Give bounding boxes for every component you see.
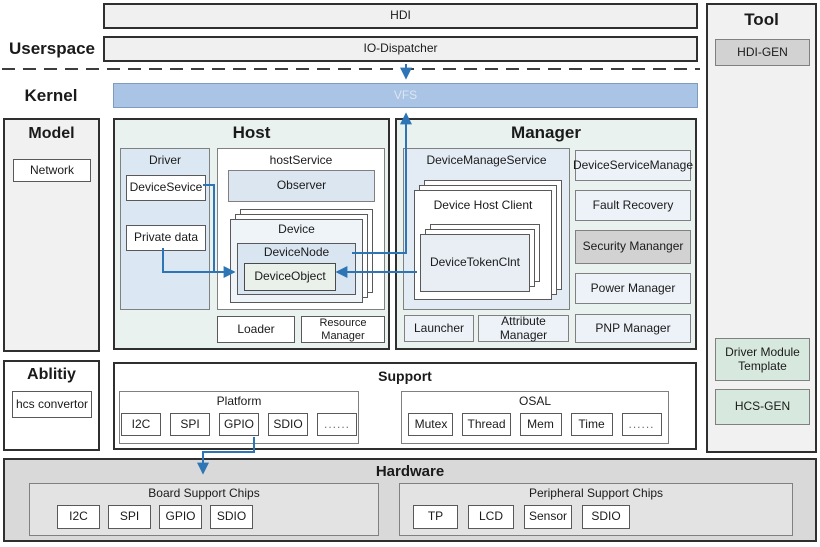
hardware-title: Hardware — [375, 463, 445, 480]
osal-title: OSAL — [518, 394, 551, 408]
device-host-client-title: Device Host Client — [433, 198, 533, 212]
kernel-label: Kernel — [24, 86, 78, 105]
kernel-userspace-divider — [2, 68, 700, 70]
hostservice-title: hostService — [269, 153, 333, 167]
device-manage-service-title: DeviceManageService — [426, 153, 547, 167]
power-manager-box: Power Manager — [575, 273, 691, 304]
fault-recovery-box: Fault Recovery — [575, 190, 691, 221]
device-host-client-box: Device Host Client DeviceTokenClnt — [414, 190, 552, 300]
support-title: Support — [378, 368, 432, 384]
device-title: Device — [278, 222, 315, 236]
driver-module-template-box: Driver Module Template — [715, 338, 810, 381]
hdi-gen-box: HDI-GEN — [715, 39, 810, 66]
pnp-manager-box: PNP Manager — [575, 314, 691, 343]
device-manage-service-box: DeviceManageService Device Host Client D… — [403, 148, 570, 310]
board-chip-spi: SPI — [108, 505, 151, 529]
hcs-convertor-box: hcs convertor — [12, 391, 92, 418]
driver-title: Driver — [149, 153, 181, 167]
osal-chip-more: ...... — [621, 413, 662, 436]
driver-box: Driver DeviceSevice Private data — [120, 148, 210, 310]
platform-chip-gpio: GPIO — [218, 413, 259, 436]
board-support-chips-title: Board Support Chips — [148, 486, 260, 500]
model-title: Model — [28, 125, 75, 142]
peripheral-chip-sdio: SDIO — [582, 505, 631, 529]
observer-box: Observer — [228, 170, 375, 202]
device-node-title: DeviceNode — [263, 245, 330, 259]
ability-title: Ablitiy — [27, 366, 76, 383]
osal-chip-time: Time — [570, 413, 613, 436]
support-panel: Support Platform I2C SPI GPIO SDIO .....… — [113, 362, 697, 450]
osal-chip-mutex: Mutex — [408, 413, 454, 436]
host-panel: Host Driver DeviceSevice Private data ho… — [113, 118, 390, 350]
vfs-bar: VFS — [113, 83, 698, 108]
platform-chip-spi: SPI — [169, 413, 210, 436]
private-data-box: Private data — [126, 225, 206, 251]
userspace-label: Userspace — [8, 39, 95, 58]
ability-panel: Ablitiy hcs convertor — [3, 360, 100, 451]
board-chip-i2c: I2C — [57, 505, 100, 529]
peripheral-support-chips-box: Peripheral Support Chips TP LCD Sensor S… — [399, 483, 793, 536]
platform-chip-i2c: I2C — [120, 413, 161, 436]
peripheral-chip-lcd: LCD — [468, 505, 514, 529]
device-token-clnt-box: DeviceTokenClnt — [420, 234, 530, 292]
tool-panel: Tool HDI-GEN Driver Module Template HCS-… — [706, 3, 817, 453]
model-panel: Model Network — [3, 118, 100, 352]
launcher-box: Launcher — [404, 315, 474, 342]
resource-manager-box: Resource Manager — [301, 316, 385, 343]
hostservice-box: hostService Observer Device DeviceNode D… — [217, 148, 385, 310]
platform-box: Platform I2C SPI GPIO SDIO ...... — [119, 391, 359, 444]
loader-box: Loader — [217, 316, 295, 343]
platform-chip-more: ...... — [317, 413, 357, 436]
device-sevice-box: DeviceSevice — [126, 175, 206, 201]
osal-chip-thread: Thread — [462, 413, 511, 436]
security-manager-box: Security Mananger — [575, 230, 691, 264]
device-object-box: DeviceObject — [244, 263, 336, 291]
platform-title: Platform — [216, 394, 262, 408]
platform-chip-sdio: SDIO — [268, 413, 308, 436]
io-dispatcher-box: IO-Dispatcher — [103, 36, 698, 62]
device-box: Device DeviceNode DeviceObject — [230, 219, 363, 303]
device-node-box: DeviceNode DeviceObject — [237, 243, 356, 295]
board-support-chips-box: Board Support Chips I2C SPI GPIO SDIO — [29, 483, 379, 536]
osal-box: OSAL Mutex Thread Mem Time ...... — [401, 391, 669, 444]
board-chip-sdio: SDIO — [210, 505, 253, 529]
network-box: Network — [13, 159, 91, 182]
hdi-box: HDI — [103, 3, 698, 29]
device-host-client-stack: Device Host Client DeviceTokenClnt — [414, 180, 562, 300]
device-service-manage-box: DeviceServiceManage — [573, 150, 693, 181]
device-stack: Device DeviceNode DeviceObject — [230, 209, 373, 303]
attribute-manager-box: Attribute Manager — [478, 314, 569, 342]
tool-title: Tool — [744, 10, 779, 29]
hcs-gen-box: HCS-GEN — [715, 389, 810, 425]
board-chip-gpio: GPIO — [159, 505, 202, 529]
peripheral-chip-tp: TP — [413, 505, 458, 529]
peripheral-support-chips-title: Peripheral Support Chips — [528, 486, 664, 500]
manager-panel: Manager DeviceManageService Device Host … — [395, 118, 697, 350]
manager-title: Manager — [511, 123, 581, 142]
hardware-panel: Hardware Board Support Chips I2C SPI GPI… — [3, 458, 817, 542]
device-token-clnt-stack: DeviceTokenClnt — [420, 224, 540, 292]
host-title: Host — [232, 123, 271, 142]
osal-chip-mem: Mem — [519, 413, 562, 436]
peripheral-chip-sensor: Sensor — [524, 505, 573, 529]
